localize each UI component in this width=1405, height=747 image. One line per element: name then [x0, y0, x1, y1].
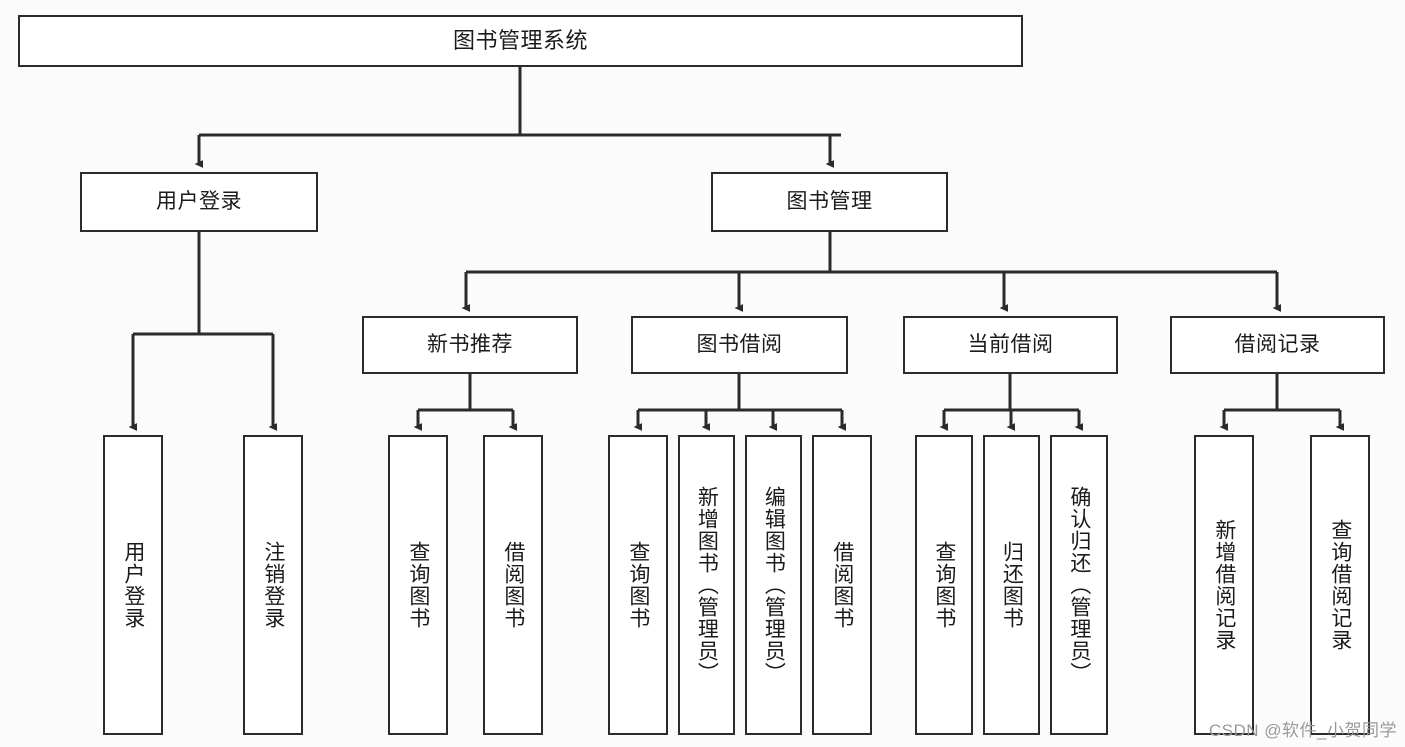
node-new-book-recommendation[interactable]: 新书推荐 [362, 316, 578, 374]
leaf-confirm-return-admin[interactable]: 确认归还（管理员） [1050, 435, 1108, 735]
csdn-watermark: CSDN @软件_小贺同学 [1208, 721, 1397, 740]
leaf-query-book-newbook[interactable]: 查询图书 [388, 435, 448, 735]
node-borrowing-records[interactable]: 借阅记录 [1170, 316, 1385, 374]
leaf-logout[interactable]: 注销登录 [243, 435, 303, 735]
leaf-query-book-current[interactable]: 查询图书 [915, 435, 973, 735]
node-current-borrowing[interactable]: 当前借阅 [903, 316, 1118, 374]
node-root-book-management-system[interactable]: 图书管理系统 [18, 15, 1023, 67]
leaf-add-book-admin[interactable]: 新增图书（管理员） [678, 435, 735, 735]
leaf-user-login[interactable]: 用户登录 [103, 435, 163, 735]
node-book-management[interactable]: 图书管理 [711, 172, 948, 232]
leaf-borrow-book-newbook[interactable]: 借阅图书 [483, 435, 543, 735]
leaf-query-borrow-record[interactable]: 查询借阅记录 [1310, 435, 1370, 735]
leaf-borrow-book[interactable]: 借阅图书 [812, 435, 872, 735]
node-book-borrowing[interactable]: 图书借阅 [631, 316, 848, 374]
leaf-query-book-borrow[interactable]: 查询图书 [608, 435, 668, 735]
leaf-edit-book-admin[interactable]: 编辑图书（管理员） [745, 435, 802, 735]
leaf-add-borrow-record[interactable]: 新增借阅记录 [1194, 435, 1254, 735]
leaf-return-book[interactable]: 归还图书 [983, 435, 1040, 735]
node-user-login[interactable]: 用户登录 [80, 172, 318, 232]
